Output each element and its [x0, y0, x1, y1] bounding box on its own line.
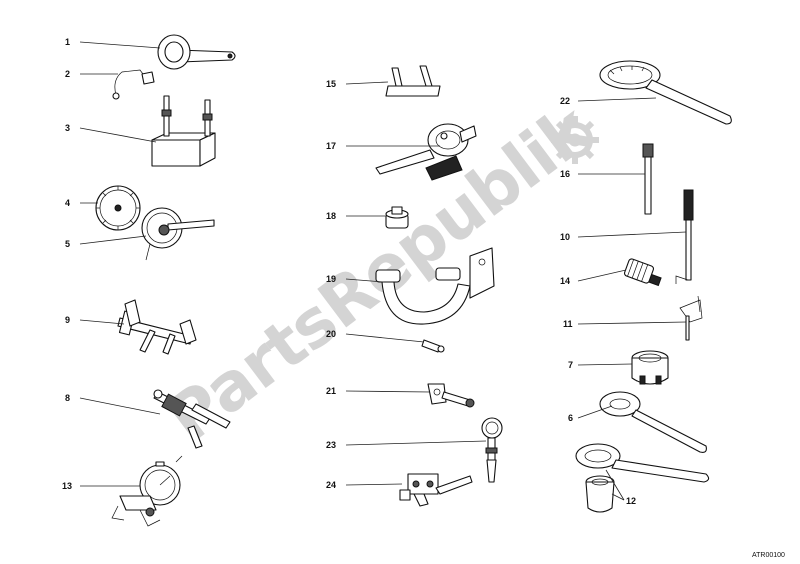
callout-8: 8 [65, 393, 161, 415]
part-19-u-bracket [375, 247, 495, 325]
callout-label: 3 [65, 123, 70, 133]
callout-label: 4 [65, 198, 70, 208]
callout-label: 9 [65, 315, 70, 325]
callout-5: 5 [65, 235, 147, 249]
callout-label: 5 [65, 239, 70, 249]
callout-label: 11 [563, 319, 573, 329]
callout-17: 17 [326, 141, 440, 151]
part-6-long-spanner [599, 391, 707, 453]
callout-label: 23 [326, 440, 336, 450]
callout-label: 22 [560, 96, 570, 106]
callout-16: 16 [560, 169, 645, 179]
callout-label: 20 [326, 329, 336, 339]
part-17-holder-tool [375, 123, 477, 181]
part-18-bush [385, 206, 409, 229]
callout-label: 24 [326, 480, 336, 490]
watermark-gear-icon [551, 116, 599, 164]
part-24-bracket-lever [399, 473, 473, 507]
callout-label: 13 [62, 481, 72, 491]
callout-15: 15 [326, 79, 389, 89]
callout-21: 21 [326, 386, 431, 396]
callout-label: 18 [326, 211, 336, 221]
callout-24: 24 [326, 480, 403, 490]
callout-label: 1 [65, 37, 70, 47]
callout-13: 13 [62, 481, 140, 491]
part-9-puller [117, 299, 197, 355]
callout-10: 10 [560, 231, 687, 242]
callout-22: 22 [560, 96, 657, 106]
callout-20: 20 [326, 329, 425, 343]
part-5-degree-wheel-pointer [141, 207, 215, 261]
callout-label: 14 [560, 276, 570, 286]
callout-label: 6 [568, 413, 573, 423]
part-14-threaded-adapter [624, 258, 662, 287]
part-10-long-tool [675, 189, 694, 284]
callout-7: 7 [568, 360, 633, 370]
callout-14: 14 [560, 269, 627, 286]
part-11-bracket [679, 295, 703, 341]
callout-3: 3 [65, 123, 157, 143]
callout-label: 2 [65, 69, 70, 79]
part-2-hook-tool [112, 69, 155, 100]
callout-label: 8 [65, 393, 70, 403]
callout-4: 4 [65, 198, 98, 208]
part-20-pin [421, 339, 445, 353]
callout-label: 12 [626, 496, 636, 506]
part-1-spanner [157, 34, 236, 70]
callout-label: 16 [560, 169, 570, 179]
callout-2: 2 [65, 69, 118, 79]
part-22-ring-spanner [599, 60, 732, 125]
part-7-socket [631, 350, 669, 385]
part-4-degree-wheel [95, 185, 141, 231]
callout-1: 1 [65, 37, 161, 49]
part-13-dial-gauge [111, 455, 183, 527]
callout-label: 15 [326, 79, 336, 89]
callout-9: 9 [65, 315, 125, 325]
callout-label: 19 [326, 274, 336, 284]
part-12-ring-wrench-socket [575, 443, 710, 513]
callout-11: 11 [563, 319, 687, 329]
callout-label: 21 [326, 386, 336, 396]
callout-19: 19 [326, 274, 385, 284]
callout-12: 12 [605, 469, 636, 506]
part-21-clamp [427, 383, 475, 408]
part-16-rod [642, 143, 654, 215]
callout-label: 10 [560, 232, 570, 242]
part-3-stud-block [151, 95, 216, 167]
callout-18: 18 [326, 211, 386, 221]
part-23-gauge-stick [481, 417, 503, 483]
part-15-fork-bracket [385, 65, 441, 97]
callout-label: 7 [568, 360, 573, 370]
callout-6: 6 [568, 405, 613, 423]
callout-23: 23 [326, 440, 487, 450]
drawing-code: ATR00100 [752, 552, 785, 559]
callout-label: 17 [326, 141, 336, 151]
part-8-t-handle-tool [153, 389, 231, 449]
